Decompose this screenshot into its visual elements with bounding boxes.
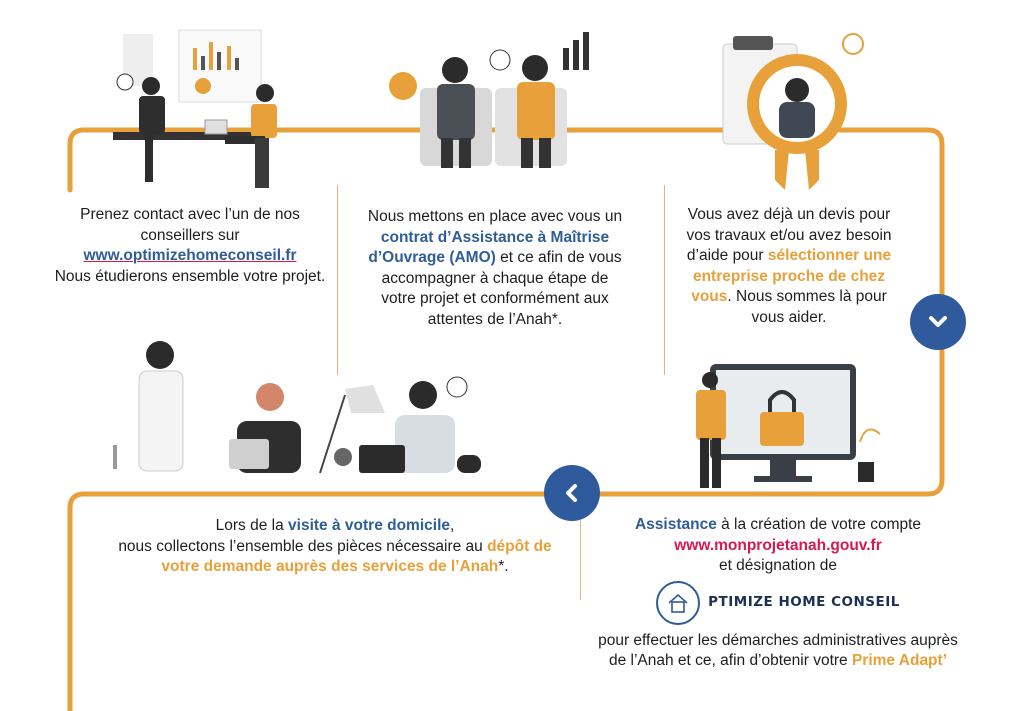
step3-line3-pre: d’aide pour	[686, 247, 768, 264]
step2-line4: votre projet et conformément aux	[381, 290, 609, 307]
team-illustration	[113, 341, 481, 474]
step3-highlight2: entreprise proche de chez	[692, 267, 886, 285]
step1-line2: conseillers sur	[140, 226, 240, 244]
monprojetanah-link[interactable]: www.monprojetanah.gouv.fr	[674, 536, 882, 554]
divider-2	[664, 185, 665, 375]
step3-text: Vous avez déjà un devis pour vos travaux…	[664, 205, 914, 328]
house-logo-icon	[656, 580, 701, 625]
step4-highlight3: votre demande auprès des services de l’A…	[161, 558, 499, 575]
next-step-down-button[interactable]	[910, 294, 966, 350]
step3-line6: vous aider.	[751, 308, 827, 326]
step3-line1: Vous avez déjà un devis pour	[687, 206, 891, 223]
handshake-illustration	[389, 32, 589, 168]
next-step-left-button[interactable]	[544, 465, 600, 521]
step4-star: *.	[498, 558, 509, 575]
chevron-left-icon	[566, 484, 577, 502]
chevron-down-icon	[929, 316, 947, 327]
step5-highlight1: Assistance	[634, 516, 717, 533]
step2-highlight1: contrat d’Assistance à Maîtrise	[380, 228, 610, 246]
divider-1	[337, 185, 338, 375]
step1-text: Prenez contact avec l’un de nos conseill…	[40, 205, 340, 287]
optimize-logo: PTIMIZE HOME CONSEIL	[578, 580, 978, 625]
step3-highlight3: vous	[691, 288, 728, 305]
step5-line5-pre: de l’Anah et ce, afin d’obtenir votre	[608, 652, 852, 669]
step3-line2: vos travaux et/ou avez besoin	[686, 226, 892, 244]
step2-line1: Nous mettons en place avec vous un	[367, 208, 623, 225]
step4-line2-pre: nous collectons l’ensemble des pièces né…	[118, 537, 488, 555]
step2-line2-rest: et ce afin de vous	[495, 249, 622, 266]
step1-line1: Prenez contact avec l’un de nos	[80, 206, 300, 223]
step5-line4: pour effectuer les démarches administrat…	[598, 631, 958, 649]
security-illustration	[696, 364, 881, 488]
step2-text: Nous mettons en place avec vous un contr…	[345, 207, 645, 330]
step5-text: Assistance à la création de votre compte…	[578, 515, 978, 672]
step4-highlight1: visite à votre domicile	[288, 517, 451, 534]
step2-line5: attentes de l’Anah*.	[427, 310, 563, 328]
meeting-illustration	[113, 29, 277, 188]
step1-line3: Nous étudierons ensemble votre projet.	[54, 267, 326, 285]
step2-highlight2: d’Ouvrage (AMO)	[368, 249, 496, 266]
step4-pre: Lors de la	[215, 517, 289, 534]
step4-text: Lors de la visite à votre domicile, nous…	[95, 516, 575, 578]
step4-comma: ,	[450, 517, 455, 534]
step4-highlight2: dépôt de	[487, 537, 552, 555]
step3-line5-rest: . Nous sommes là pour	[727, 288, 887, 305]
optimizehome-link[interactable]: www.optimizehomeconseil.fr	[83, 247, 297, 264]
step3-highlight1: sélectionner une	[767, 247, 892, 264]
award-illustration	[722, 33, 864, 190]
step5-highlight2: Prime Adapt’	[851, 652, 947, 669]
logo-text: PTIMIZE HOME CONSEIL	[708, 594, 900, 611]
step2-line3: accompagner à chaque étape de	[381, 269, 609, 287]
step5-line1-rest: à la création de votre compte	[716, 516, 922, 533]
divider-3	[580, 520, 581, 600]
step5-line3: et désignation de	[718, 557, 838, 574]
